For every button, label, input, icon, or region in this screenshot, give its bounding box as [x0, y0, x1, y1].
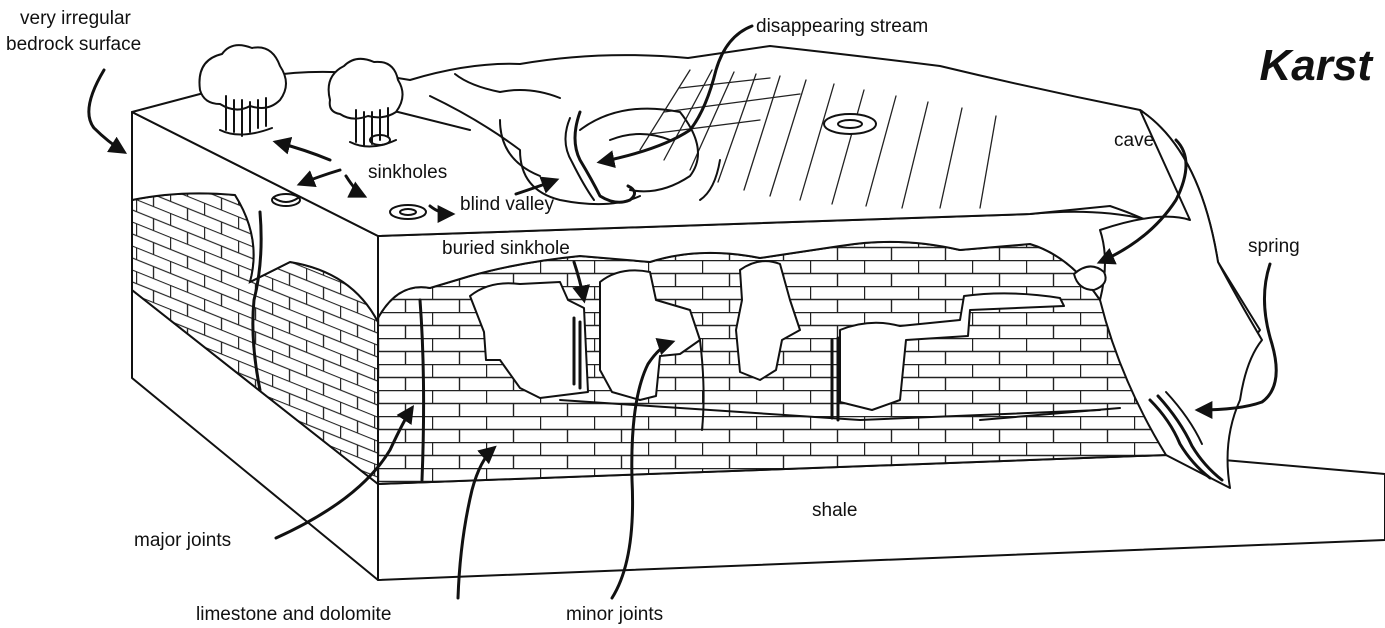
field-sinkhole — [824, 114, 876, 134]
label-shale: shale — [812, 500, 857, 521]
label-bedrock-surface-2: bedrock surface — [6, 34, 141, 55]
label-minor-joints: minor joints — [566, 604, 663, 625]
label-buried-sinkhole: buried sinkhole — [442, 238, 570, 259]
arrow-bedrock-surface — [89, 70, 124, 152]
label-spring: spring — [1248, 236, 1300, 257]
label-cave: cave — [1114, 130, 1154, 151]
label-major-joints: major joints — [134, 530, 231, 551]
label-limestone-dolomite: limestone and dolomite — [196, 604, 391, 625]
label-blind-valley: blind valley — [460, 194, 554, 215]
label-bedrock-surface-1: very irregular — [20, 8, 132, 29]
diagram-title: Karst — [1260, 41, 1375, 90]
label-sinkholes: sinkholes — [368, 162, 447, 183]
label-disappearing-stream: disappearing stream — [756, 16, 928, 37]
